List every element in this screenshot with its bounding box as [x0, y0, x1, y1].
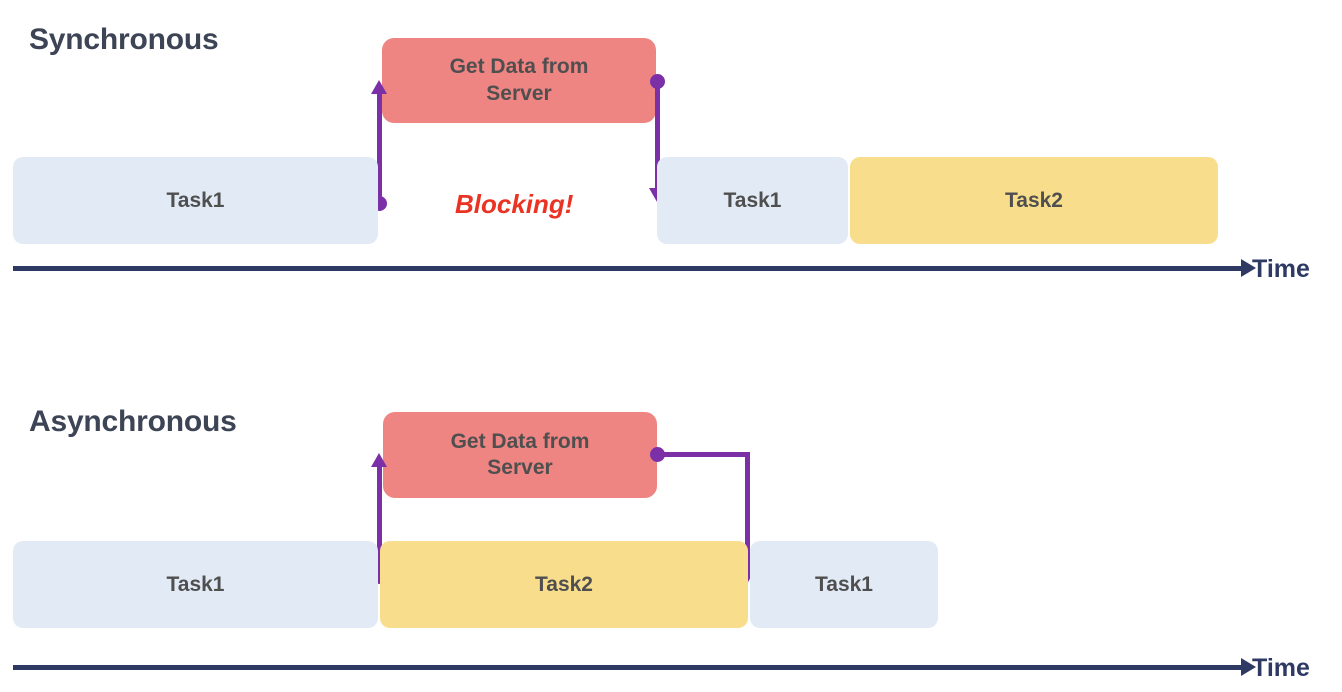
task-bar-label: Task2	[535, 572, 593, 596]
connector-arrowhead-up-async	[371, 453, 387, 467]
time-axis-label-sync: Time	[1252, 255, 1310, 283]
time-axis-arrowhead-sync	[1241, 259, 1256, 277]
task-bar-sync-2: Task1	[657, 157, 848, 244]
task-bar-label: Task1	[815, 572, 873, 596]
task-bar-label: Task2	[1005, 188, 1063, 212]
connector-line-down-sync	[655, 84, 660, 194]
blocking-label: Blocking!	[455, 189, 574, 219]
task-bar-label: Task1	[166, 188, 225, 212]
connector-dot-callback-async	[650, 447, 665, 462]
task-bar-sync-1: Task1	[13, 157, 378, 244]
time-axis-sync	[13, 266, 1247, 271]
task-bar-async-3: Task1	[750, 541, 938, 628]
connector-line-up-async	[377, 463, 382, 577]
task-bar-sync-3: Task2	[850, 157, 1218, 244]
connector-dot-return-sync	[650, 74, 665, 89]
connector-line-up-sync	[377, 90, 382, 203]
section-title-asynchronous: Asynchronous	[29, 405, 237, 438]
time-axis-arrowhead-async	[1241, 658, 1256, 676]
time-axis-async	[13, 665, 1247, 670]
task-bar-async-2: Task2	[380, 541, 748, 628]
connector-line-horizontal-async	[658, 452, 750, 457]
task-bar-label: Task1	[166, 572, 225, 596]
task-bar-async-1: Task1	[13, 541, 378, 628]
connector-line-down-async	[745, 452, 750, 576]
connector-arrowhead-up-sync	[371, 80, 387, 94]
time-axis-label-async: Time	[1252, 654, 1310, 682]
task-bar-label: Task1	[723, 188, 782, 212]
section-title-synchronous: Synchronous	[29, 23, 219, 56]
